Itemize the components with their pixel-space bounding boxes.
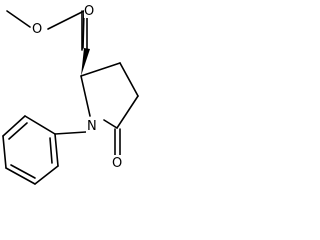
molecule-structure: O O N O bbox=[2, 2, 139, 185]
bond-phenyl-4 bbox=[5, 167, 36, 185]
ester-oxygen-label: O bbox=[32, 22, 42, 37]
bond-phenyl-2 bbox=[2, 115, 26, 137]
bond-methyl-oxygen bbox=[6, 10, 31, 28]
bond-ring-alpha-beta bbox=[80, 62, 121, 77]
bond-phenyl-inner-2 bbox=[10, 164, 36, 179]
lactam-oxygen-label: O bbox=[112, 156, 122, 171]
bond-phenyl-6 bbox=[54, 133, 59, 167]
bond-phenyl-inner-1 bbox=[8, 122, 28, 140]
bond-ring-delta-nitrogen bbox=[103, 119, 118, 129]
bond-carbonyl-alpha bbox=[82, 10, 85, 49]
bond-phenyl-inner-3 bbox=[49, 137, 53, 164]
atom-labels: O O N O bbox=[32, 2, 124, 171]
bond-ring-gamma-delta bbox=[116, 95, 139, 129]
ring-nitrogen-label: N bbox=[87, 119, 97, 134]
ester-carbonyl-oxygen-label: O bbox=[84, 4, 94, 19]
bond-nitrogen-phenyl bbox=[54, 131, 87, 135]
bond-ring-beta-gamma bbox=[119, 62, 139, 97]
stereo-wedge-bond bbox=[81, 48, 90, 76]
bonds bbox=[2, 10, 139, 185]
bond-phenyl-3 bbox=[2, 135, 7, 169]
bond-ring-nitrogen-alpha bbox=[80, 75, 91, 117]
bond-phenyl-1 bbox=[24, 115, 56, 135]
bond-oxygen-carbonyl-carbon bbox=[47, 10, 85, 30]
bond-phenyl-5 bbox=[34, 165, 59, 185]
